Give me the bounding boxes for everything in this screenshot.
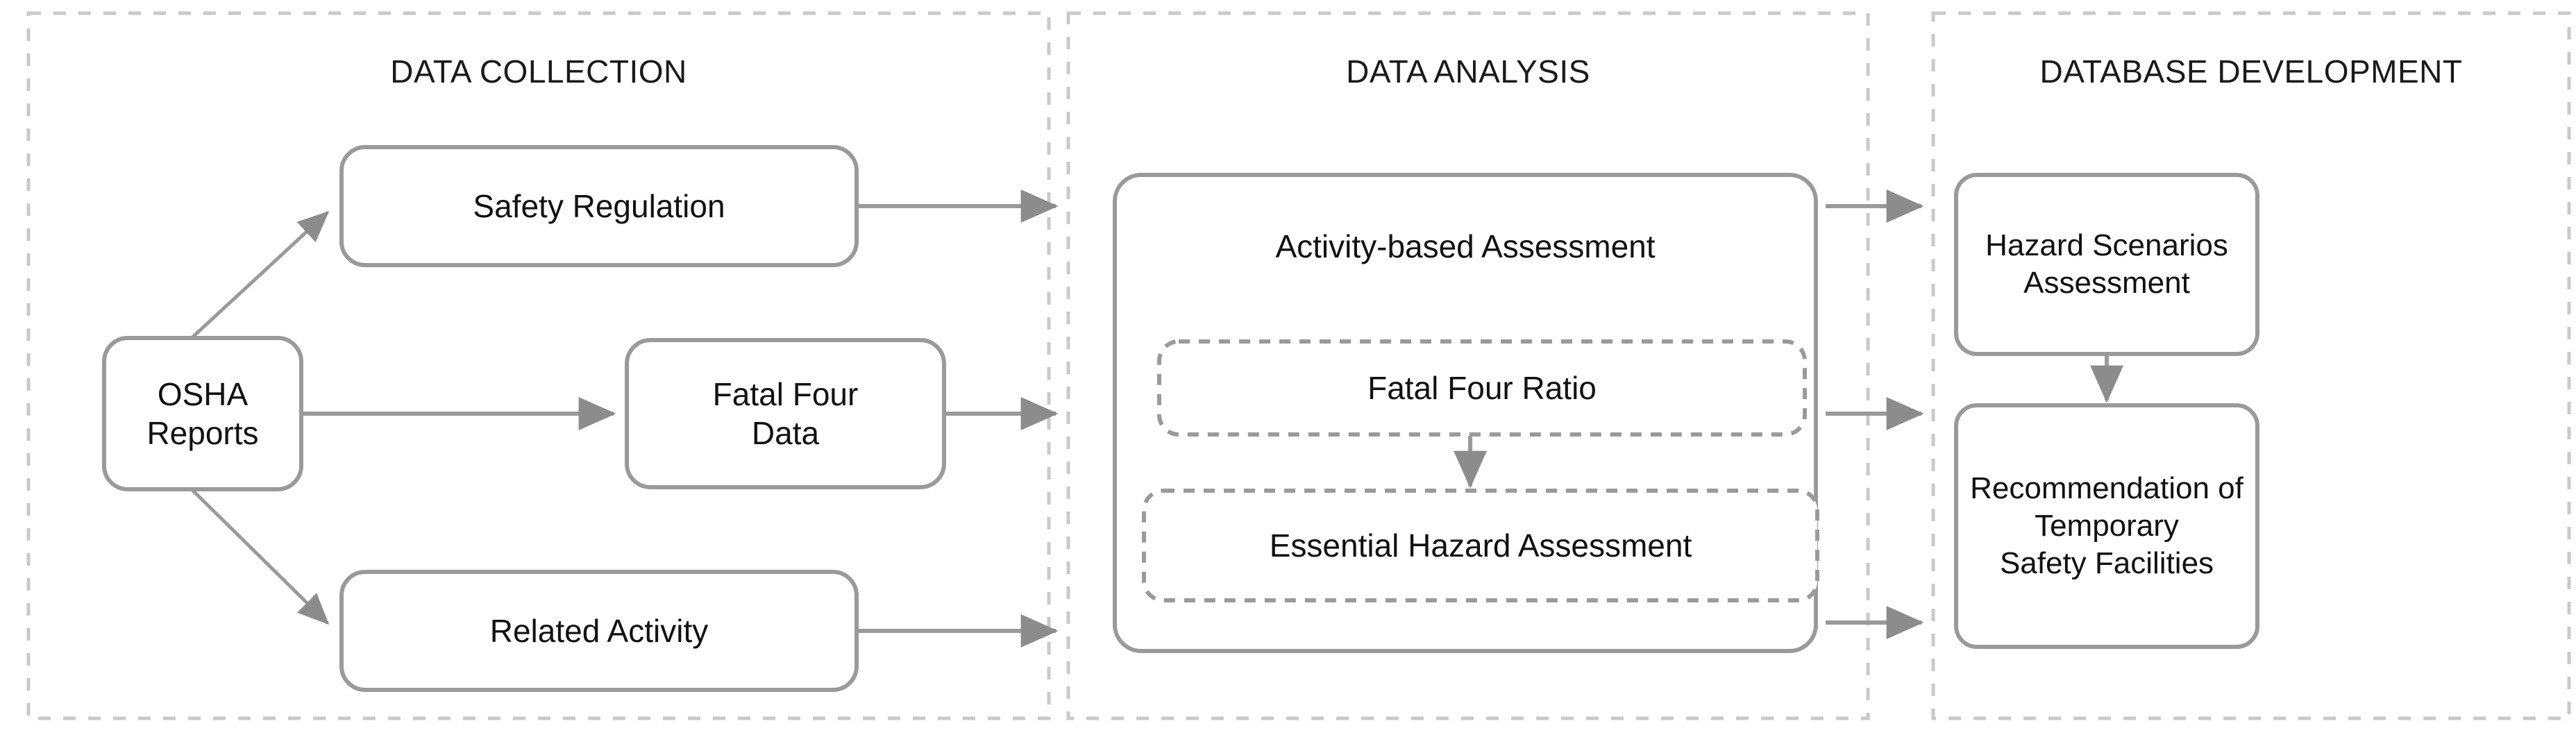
panel-title-data-collection: DATA COLLECTION <box>390 53 687 90</box>
panel-boundary-data-analysis <box>1066 11 1870 720</box>
node-safety-regulation[interactable] <box>339 145 859 267</box>
panel-title-data-analysis: DATA ANALYSIS <box>1346 53 1590 90</box>
node-related-activity[interactable] <box>339 570 859 692</box>
edge-osha-to-safety-regulation <box>190 210 330 339</box>
node-fatal-four-data[interactable] <box>625 338 946 489</box>
panel-boundary-database-development <box>1931 11 2571 720</box>
edge-osha-to-related-activity <box>190 488 330 625</box>
panel-title-database-development: DATABASE DEVELOPMENT <box>2039 53 2463 90</box>
node-recommendation-temporary-safety-facilities[interactable] <box>1954 403 2259 649</box>
node-hazard-scenarios-assessment[interactable] <box>1954 173 2259 356</box>
node-osha-reports[interactable] <box>102 336 303 491</box>
node-fatal-four-ratio[interactable] <box>1157 339 1807 437</box>
panel-boundary-data-collection <box>26 11 1051 720</box>
node-essential-hazard-assessment[interactable] <box>1142 489 1819 602</box>
